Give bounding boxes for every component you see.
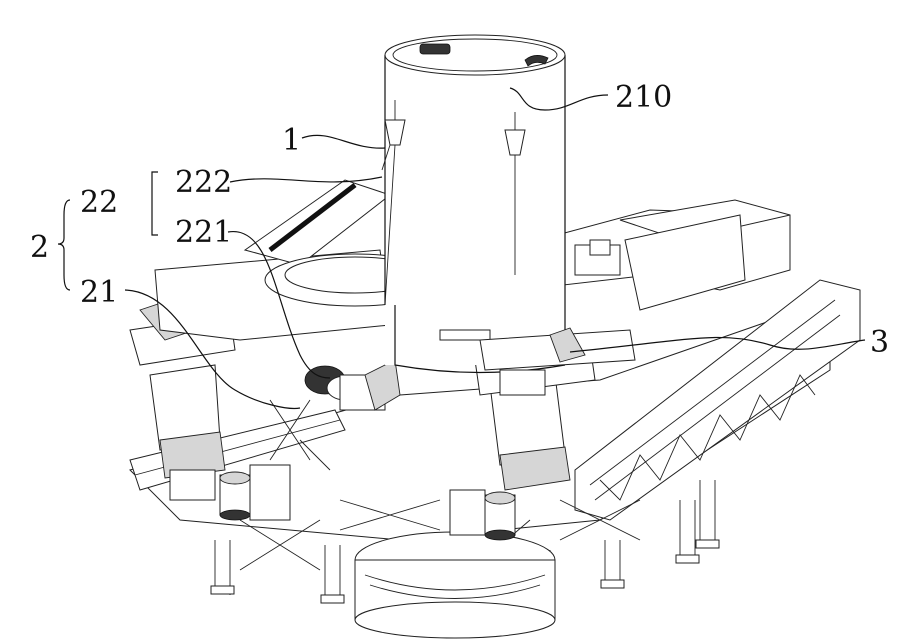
label-21: 21 bbox=[80, 275, 118, 310]
drive-motor-right bbox=[450, 490, 515, 540]
label-221: 221 bbox=[175, 215, 232, 250]
drive-motor-left bbox=[220, 465, 290, 520]
label-210: 210 bbox=[615, 80, 672, 115]
label-1: 1 bbox=[282, 123, 301, 158]
label-22: 22 bbox=[80, 185, 118, 220]
label-222: 222 bbox=[175, 165, 232, 200]
cylinder-210 bbox=[385, 35, 565, 373]
slewing-ring bbox=[355, 532, 555, 638]
label-3: 3 bbox=[870, 325, 889, 360]
label-2: 2 bbox=[30, 230, 49, 265]
winch bbox=[305, 360, 400, 410]
